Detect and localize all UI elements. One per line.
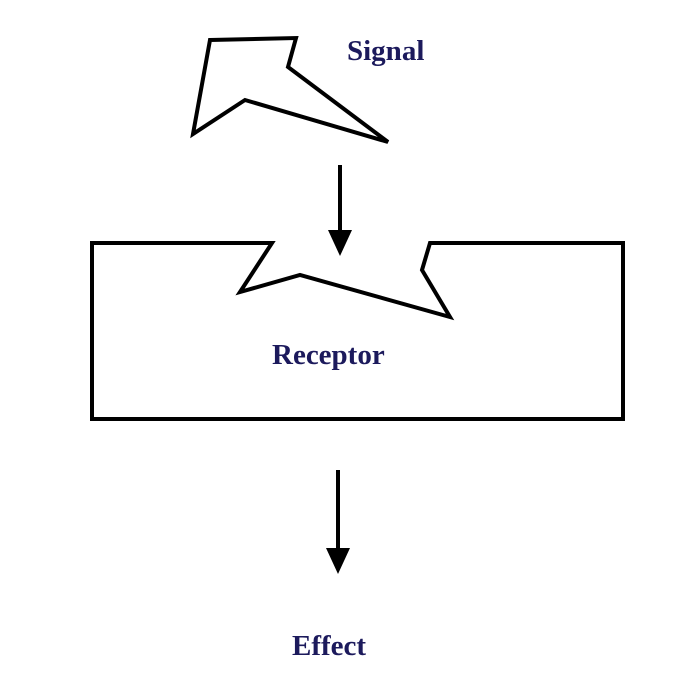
receptor-label: Receptor: [272, 339, 385, 371]
signal-label: Signal: [347, 35, 424, 67]
signal-to-receptor-arrow: [328, 165, 352, 256]
arrow-head-bottom: [326, 548, 350, 574]
arrow-head-top: [328, 230, 352, 256]
effect-label: Effect: [292, 630, 366, 662]
receptor-to-effect-arrow: [326, 470, 350, 574]
signal-shape: [190, 35, 390, 144]
receptor-shape: [90, 241, 625, 421]
